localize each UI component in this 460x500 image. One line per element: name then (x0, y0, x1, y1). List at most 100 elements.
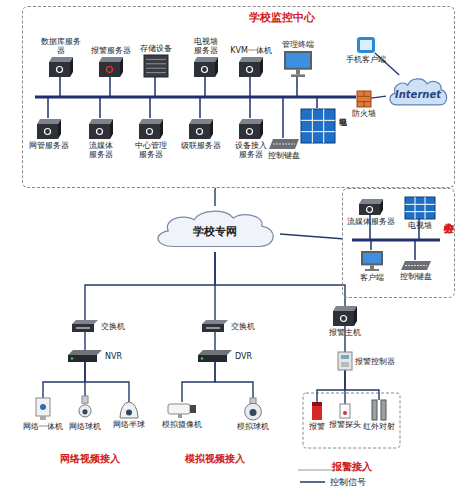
device-node: 手机客户端 (357, 37, 375, 53)
device-label: DVR (235, 352, 252, 361)
srv-icon (239, 57, 263, 77)
device-node: 网管服务器 (37, 119, 61, 139)
device-node: 红外对射 (372, 400, 386, 420)
srv-icon (194, 57, 218, 77)
nvr-icon (68, 350, 102, 362)
device-node: KVM一体机 (239, 57, 263, 77)
half-icon (120, 402, 138, 418)
device-node: 控制键盘 (401, 261, 431, 270)
connector (280, 234, 342, 239)
device-node: 报警 (312, 402, 322, 420)
ctrl-icon (338, 352, 352, 370)
ir-icon (372, 400, 386, 420)
device-node: 交换机 (202, 320, 228, 332)
device-label: 级联服务器 (178, 141, 224, 150)
device-node: DVR (198, 350, 232, 362)
device-node: 设备接入服务器 (239, 119, 263, 139)
device-label: NVR (105, 352, 122, 361)
alm-icon (99, 57, 123, 77)
connector (85, 252, 215, 320)
device-label: 报警主机 (325, 328, 365, 337)
srv-icon (37, 119, 61, 139)
srv-icon (239, 119, 263, 139)
det-icon (340, 404, 350, 418)
ahost-icon (333, 306, 357, 326)
network-cloud: 学校专网 (150, 206, 280, 252)
device-node: 报警探头 (340, 404, 350, 418)
connector (84, 332, 85, 350)
device-node: 报警控制器 (338, 352, 352, 370)
region-box: 学校监控中心数据库服务器报警服务器存储设备电视墙服务器KVM一体机管理终端网管服… (22, 6, 455, 188)
connector (215, 362, 253, 398)
device-node: 电视墙 (405, 197, 435, 219)
section-label: 模拟视频接入 (165, 452, 265, 466)
fw-icon (357, 91, 371, 107)
sw-icon (202, 320, 228, 332)
legend-line-sample (300, 481, 325, 483)
device-node: 网络半球 (120, 402, 138, 418)
nvr-icon (198, 350, 232, 362)
connector (371, 96, 386, 98)
device-label: 模拟摄像机 (159, 420, 205, 429)
srv-icon (189, 119, 213, 139)
kb-icon (401, 261, 431, 270)
sw-icon (72, 320, 98, 332)
bullet-icon (168, 402, 196, 418)
srv-icon (139, 119, 163, 139)
connector (214, 188, 216, 206)
connector (182, 362, 215, 402)
device-label: 管理终端 (278, 40, 318, 49)
device-node: 数据库服务器 (49, 57, 73, 77)
device-node: 管理终端 (284, 51, 312, 77)
device-label: 报警 (305, 422, 329, 431)
device-label: 网络球机 (65, 422, 105, 431)
device-node: 防火墙 (357, 91, 371, 107)
device-label: 存储设备 (133, 44, 179, 53)
srv-icon (89, 119, 113, 139)
kb-icon (269, 139, 299, 149)
region-title: 学校监控中心 (249, 10, 315, 25)
section-label: 网络视频接入 (40, 452, 140, 466)
device-label: 红外对射 (362, 422, 396, 431)
device-node: 模拟摄像机 (168, 402, 196, 418)
device-node: 交换机 (72, 320, 98, 332)
cloud-label: Internet (395, 89, 441, 100)
device-label: 手机客户端 (343, 55, 389, 64)
legend-text: 控制信号 (330, 476, 366, 489)
device-label: 控制键盘 (264, 151, 304, 160)
connector (215, 252, 345, 306)
connector (345, 370, 379, 400)
device-label: 中心管理服务器 (134, 141, 168, 159)
dome-icon (242, 398, 264, 420)
pc-icon (361, 251, 383, 271)
wall-icon (405, 197, 435, 219)
cam1-icon (35, 398, 51, 420)
cloud-label: 学校专网 (193, 224, 237, 239)
device-node: 网络球机 (77, 396, 93, 420)
device-label: KVM一体机 (228, 46, 274, 55)
device-label: 客户端 (357, 273, 387, 282)
device-label: 网络一体机 (20, 422, 66, 431)
connector (214, 332, 215, 350)
device-label: 电视墙服务器 (192, 37, 220, 55)
device-node: 流媒体服务器 (359, 199, 383, 215)
device-label: 报警探头 (328, 420, 362, 429)
device-node: 网络一体机 (35, 398, 51, 420)
device-node: 报警主机 (333, 306, 357, 326)
device-label: 网络半球 (109, 420, 149, 429)
stor-icon (144, 55, 168, 77)
device-label: 模拟球机 (233, 422, 273, 431)
device-label: 网管服务器 (26, 141, 72, 150)
device-node: 级联服务器 (189, 119, 213, 139)
device-label: 交换机 (231, 322, 255, 331)
device-node: 存储设备 (144, 55, 168, 77)
network-cloud: Internet (386, 75, 450, 109)
device-label: 报警控制器 (355, 357, 395, 366)
ball-icon (77, 396, 93, 420)
section-label: 报警接入 (312, 460, 392, 474)
device-label: 流媒体服务器 (346, 217, 396, 226)
device-label: 电视墙 (405, 221, 435, 230)
device-label: 交换机 (101, 322, 125, 331)
